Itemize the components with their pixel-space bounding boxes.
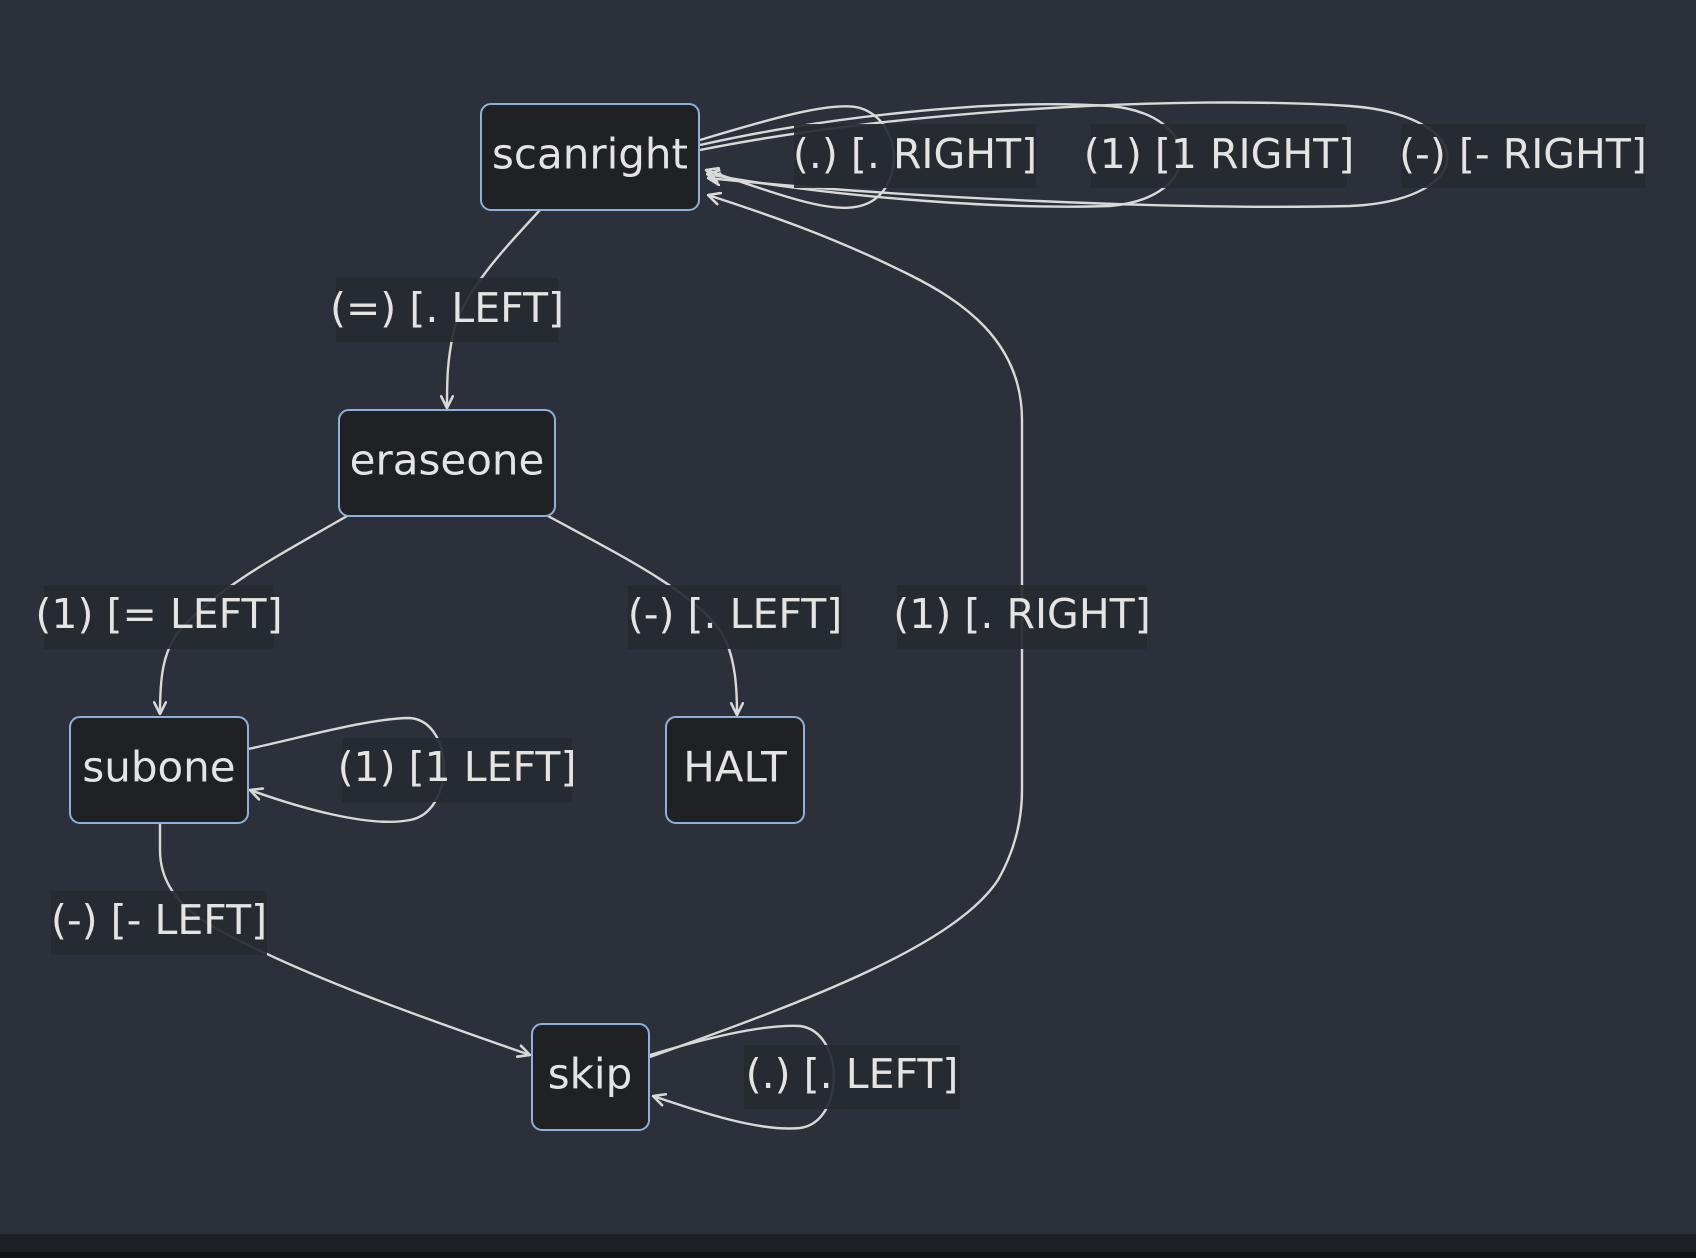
node-scanright[interactable]: scanright (480, 103, 700, 211)
node-eraseone-box (338, 409, 556, 517)
node-scanright-box (480, 103, 700, 211)
node-subone-label: subone (82, 743, 235, 792)
edge-label-subone-self: (1) [1 LEFT] (338, 738, 577, 802)
edge-label-eraseone-halt: (-) [. LEFT] (628, 585, 843, 649)
edge-label-text: (-) [- RIGHT] (1399, 130, 1647, 178)
edge-label-scanright-self-dash: (-) [- RIGHT] (1399, 124, 1647, 188)
node-scanright-label: scanright (492, 130, 688, 179)
edge-label-text: (1) [1 LEFT] (338, 743, 577, 791)
edge-label-scanright-self-dot: (.) [. RIGHT] (793, 124, 1037, 188)
edge-skip-scanright (649, 195, 1024, 1059)
node-eraseone[interactable]: eraseone (338, 409, 556, 517)
edge-label-subone-skip: (-) [- LEFT] (51, 891, 267, 955)
node-halt[interactable]: HALT (665, 716, 805, 824)
edge-label-skip-self: (.) [. LEFT] (744, 1045, 960, 1109)
node-skip[interactable]: skip (531, 1023, 650, 1131)
edge-label-text: (=) [. LEFT] (330, 284, 564, 332)
edge-label-text: (-) [. LEFT] (628, 590, 843, 638)
edge-label-skip-scanright: (1) [. RIGHT] (893, 585, 1151, 649)
bottom-edge-strip (0, 1234, 1696, 1258)
node-subone[interactable]: subone (69, 716, 249, 824)
edge-label-text: (.) [. RIGHT] (793, 130, 1037, 178)
edge-label-text: (1) [= LEFT] (35, 590, 282, 638)
node-skip-box (531, 1023, 650, 1131)
edge-label-text: (.) [. LEFT] (746, 1050, 959, 1098)
node-subone-box (69, 716, 249, 824)
edge-label-scanright-eraseone: (=) [. LEFT] (330, 278, 564, 342)
edge-label-text: (1) [1 RIGHT] (1084, 130, 1354, 178)
edge-label-text: (1) [. RIGHT] (893, 590, 1150, 638)
edge-label-scanright-self-one: (1) [1 RIGHT] (1084, 124, 1354, 188)
node-eraseone-label: eraseone (350, 436, 545, 485)
edge-label-eraseone-subone: (1) [= LEFT] (35, 585, 283, 649)
node-skip-label: skip (548, 1050, 633, 1099)
edge-label-text: (-) [- LEFT] (51, 896, 267, 944)
bottom-edge-line (0, 1252, 1696, 1258)
edge-labels: (.) [. RIGHT] (1) [1 RIGHT] (-) [- RIGHT… (35, 124, 1647, 1109)
node-halt-box (665, 716, 805, 824)
node-halt-label: HALT (683, 743, 787, 792)
